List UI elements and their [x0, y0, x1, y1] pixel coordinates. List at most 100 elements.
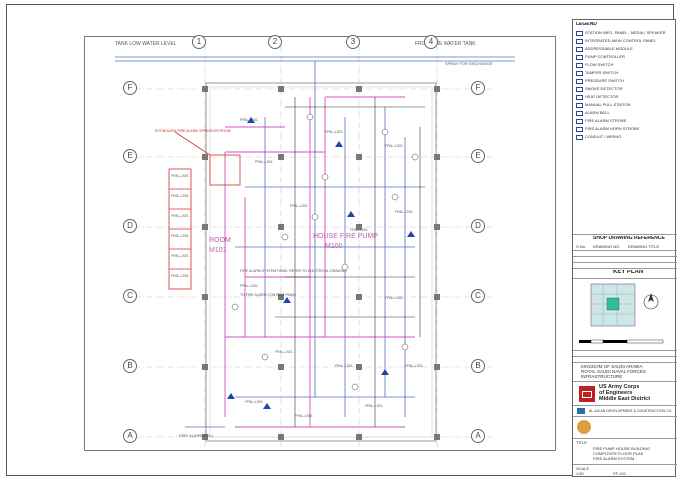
legend-title: LEGEND — [576, 22, 597, 27]
org-line-3: Middle East District — [599, 396, 651, 402]
svg-text:FPAL-LS01: FPAL-LS01 — [171, 194, 189, 198]
title-line-1: FIRE PUMP HOUSE BUILDING — [593, 446, 651, 451]
svg-text:FPAL-LS01: FPAL-LS01 — [385, 296, 403, 300]
svg-text:FPAL-LS01: FPAL-LS01 — [255, 160, 273, 164]
grid-bubble-row-B-right: B — [471, 359, 485, 373]
contractor-logo — [577, 408, 585, 414]
grid-bubble-row-E-right: E — [471, 149, 485, 163]
legend-symbol-icon — [576, 39, 583, 44]
grid-bubble-row-D-left: D — [123, 219, 137, 233]
svg-text:FPAL-LS01: FPAL-LS01 — [350, 228, 368, 232]
grid-bubble-col-4-top: 4 — [424, 35, 438, 49]
legend-symbol-icon — [576, 63, 583, 68]
svg-text:FPAL-LS01: FPAL-LS01 — [295, 414, 313, 418]
svg-text:FPAL-LS01: FPAL-LS01 — [245, 400, 263, 404]
org-line-2: of Engineers — [599, 390, 633, 396]
grid-bubble-row-C-right: C — [471, 289, 485, 303]
scale-bar — [579, 339, 664, 344]
legend-symbol-icon — [576, 79, 583, 84]
legend-symbol-icon — [576, 103, 583, 108]
legend-item: FIRE ALARM STROBE — [585, 118, 627, 123]
legend-symbol-icon — [576, 71, 583, 76]
note-3: TO FIRE ALARM CONTROL PANEL — [240, 293, 297, 297]
legend-symbol-icon — [576, 127, 583, 132]
legend-symbol-icon — [576, 135, 583, 140]
svg-text:FPAL-LS01: FPAL-LS01 — [171, 254, 189, 258]
room-name-2: ROOM — [209, 237, 231, 244]
svg-text:FPAL-LS01: FPAL-LS01 — [325, 130, 343, 134]
client-line-1: KINGDOM OF SAUDI ARABIA — [581, 364, 643, 369]
svg-text:FPAL-LS01: FPAL-LS01 — [335, 364, 353, 368]
grid-bubble-row-C-left: C — [123, 289, 137, 303]
room-no: M100 — [325, 243, 343, 250]
key-plan-graphic — [590, 283, 659, 327]
org-line-1: US Army Corps — [599, 384, 640, 390]
legend-item: FIRE ALARM HORN STROBE — [585, 126, 640, 131]
svg-text:FPAL-LS01: FPAL-LS01 — [385, 144, 403, 148]
shop-ref-col-2: DRAWING NO. — [593, 244, 621, 249]
legend-item: HEAT DETECTOR — [585, 94, 619, 99]
title-block: LEGEND STATION INFO. PANEL - MEDIA / SPE… — [572, 19, 677, 477]
legend-symbol-icon — [576, 47, 583, 52]
grid-bubble-row-B-left: B — [123, 359, 137, 373]
legend-item: PUMP CONTROLLER — [585, 54, 625, 59]
key-plan-label: KEY PLAN — [613, 270, 644, 275]
shop-ref-col-1: S.No. — [576, 244, 587, 249]
shop-ref-col-3: DRAWING TITLE — [628, 244, 660, 249]
grid-bubble-row-A-right: A — [471, 429, 485, 443]
grid-bubble-col-3-top: 3 — [346, 35, 360, 49]
svg-text:FPAL-LS01: FPAL-LS01 — [395, 210, 413, 214]
legend-symbol-icon — [576, 55, 583, 60]
note-2: FIRE ALARM SYSTEM PANEL REFER TO ELECTRI… — [240, 269, 347, 273]
client-line-2: ROYAL SAUDI NAVAL FORCES — [581, 369, 646, 374]
legend-item: INTEGRATED MAIN CONTROL PANEL — [585, 38, 657, 43]
shop-ref-title: SHOP DRAWING REFERENCE — [593, 236, 665, 241]
grid-bubble-row-F-right: F — [471, 81, 485, 95]
title-line-3: FIRE ALARM SYSTEM — [593, 456, 635, 461]
legend-item: STATION INFO. PANEL - MEDIA / SPEAKER — [585, 30, 666, 35]
grid-bubble-col-2-top: 2 — [268, 35, 282, 49]
legend-symbol-icon — [576, 87, 583, 92]
svg-text:FPAL-LS01: FPAL-LS01 — [171, 234, 189, 238]
svg-text:FPAL-LS01: FPAL-LS01 — [405, 364, 423, 368]
contractor-name: AL-AJLAN DEVELOPMENT & CONSTRUCTION CO. — [589, 409, 673, 413]
svg-text:FPAL-LS01: FPAL-LS01 — [171, 274, 189, 278]
legend-symbol-icon — [576, 119, 583, 124]
legend-item: ALARM BELL — [585, 110, 610, 115]
grid-bubble-row-D-right: D — [471, 219, 485, 233]
svg-text:FPAL-LS01: FPAL-LS01 — [171, 174, 189, 178]
scale-label: SCALE — [576, 466, 590, 471]
svg-text:FPAL-LS01: FPAL-LS01 — [275, 350, 293, 354]
legend-item: CONDUIT / WIRING — [585, 134, 622, 139]
legend-item: SMOKE DETECTOR — [585, 86, 623, 91]
room-no-2: M101 — [209, 247, 227, 254]
legend-item: ADDRESSABLE MODULE — [585, 46, 633, 51]
legend-item: TAMPER SWITCH — [585, 70, 619, 75]
top-label-1: TANK LOW WATER LEVEL — [115, 41, 177, 47]
grid-bubble-col-1-top: 1 — [192, 35, 206, 49]
scale-value: 1:50 — [576, 471, 584, 476]
grid-bubble-row-F-left: F — [123, 81, 137, 95]
svg-text:FPAL-LS01: FPAL-LS01 — [290, 204, 308, 208]
note-1: EXTINGUISH FIRE ALARM SPRINKLER ROOM — [155, 129, 231, 133]
usace-logo — [579, 386, 595, 402]
legend-symbol-icon — [576, 95, 583, 100]
svg-text:FPAL-LS01: FPAL-LS01 — [240, 118, 258, 122]
legend-item: MANUAL PULL STATION — [585, 102, 631, 107]
title-line-2: COMPOSITE FLOOR PLAN — [593, 451, 644, 456]
legend-item: PRESSURE SWITCH — [585, 78, 624, 83]
sheet-no: FP-101 — [613, 471, 627, 476]
bottom-label: FIRE ALARM BELL — [179, 433, 214, 438]
grid-bubble-row-E-left: E — [123, 149, 137, 163]
client-line-3: INFRASTRUCTURE — [581, 374, 623, 379]
spray-label: SPRAY FOR DISCHARGE — [445, 61, 493, 66]
legend-symbol-icon — [576, 31, 583, 36]
legend-item: FLOW SWITCH — [585, 62, 614, 67]
svg-text:FPAL-LS01: FPAL-LS01 — [171, 214, 189, 218]
svg-text:FPAL-LS01: FPAL-LS01 — [240, 284, 258, 288]
title-label: TITLE — [576, 440, 587, 445]
top-label-2: FROM FIRE WATER TANK — [415, 41, 476, 47]
